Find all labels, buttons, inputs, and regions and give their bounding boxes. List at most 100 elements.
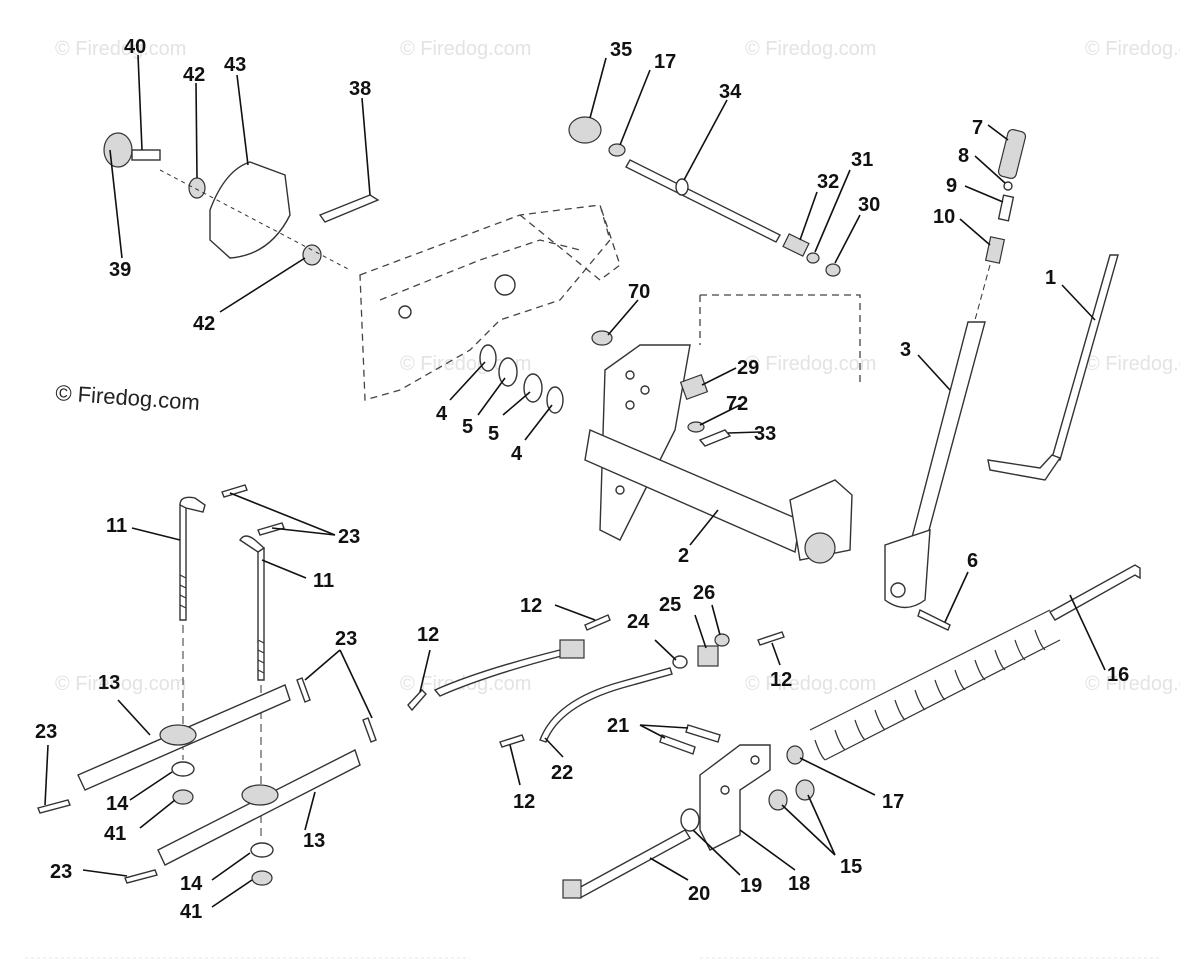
callout-14: 14 [180,873,203,895]
spring-bracket [699,744,771,851]
callout-41: 41 [180,901,202,923]
callout-35: 35 [610,39,632,61]
frame-hole [494,274,516,296]
callout-18: 18 [788,873,810,895]
washer [680,808,700,832]
callout-17: 17 [882,791,904,813]
callout-24: 24 [627,611,650,633]
long-bolt [574,829,691,899]
hair-pin-clip [584,614,611,631]
rod-bend [987,454,1062,481]
callout-31: 31 [851,149,873,171]
retaining-ring [479,344,497,372]
callout-5: 5 [462,416,473,438]
splined-end [804,532,836,564]
washer [806,252,820,264]
washer [250,842,274,858]
knob-cap [103,132,133,168]
callout-40: 40 [124,36,146,58]
lift-shaft-group [584,330,853,564]
callout-12: 12 [513,791,535,813]
spring-bracket-group [562,564,1141,899]
callout-12: 12 [520,595,542,617]
linkage-rods-group [407,614,785,748]
callout-19: 19 [740,875,762,897]
rod-knob [568,116,602,144]
callout-72: 72 [726,393,748,415]
callout-12: 12 [770,669,792,691]
callout-14: 14 [106,793,129,815]
callout-1: 1 [1045,267,1056,289]
callout-26: 26 [693,582,715,604]
callout-2: 2 [678,545,689,567]
nut [172,789,194,805]
callout-33: 33 [754,423,776,445]
watermark-faint: © Firedog.com [1085,673,1180,695]
hex-bolt [659,734,696,755]
detent-spring [984,236,1006,264]
callout-3: 3 [900,339,911,361]
callout-20: 20 [688,883,710,905]
bolt-head [562,879,582,899]
hair-pin-clip [124,869,158,884]
knob-bolt [131,149,161,161]
lift-shaft [584,429,801,554]
callout-39: 39 [109,259,131,281]
lower-links-group [37,484,377,886]
adjustment-rod-group [568,116,841,277]
spring-coils [814,629,1046,761]
nut [825,263,841,277]
rod-shaft [1051,254,1119,461]
leader-lines [44,54,1106,908]
callout-30: 30 [858,194,880,216]
hair-pin-clip [318,194,380,223]
watermark-faint: © Firedog.com [745,38,876,60]
lever-bolt [917,609,951,631]
callout-12: 12 [417,624,439,646]
lift-link-plate [157,749,361,866]
callout-42: 42 [183,64,205,86]
lever-bracket [884,529,931,609]
height-adjust-knob-group [103,132,380,271]
washer [188,177,206,199]
lift-rod [987,254,1119,481]
linkage-rod [539,667,673,743]
nut [795,779,815,801]
flat-washer [523,373,543,403]
lever-grip-group [974,128,1027,321]
lever-tube [909,321,986,546]
callout-labels: 40 42 43 38 39 42 35 17 34 32 31 30 7 8 … [35,36,1129,923]
callout-38: 38 [349,78,371,100]
nut [714,633,730,647]
callout-4: 4 [436,403,448,425]
callout-5: 5 [488,423,499,445]
callout-23: 23 [50,861,72,883]
callout-11: 11 [313,570,334,592]
hair-pin-clip [257,522,285,536]
callout-13: 13 [98,672,120,694]
hair-pin-clip [221,484,248,498]
lift-lever [884,321,986,609]
watermark-faint: © Firedog.com [400,38,531,60]
callout-13: 13 [303,830,325,852]
hair-pin-clip [407,688,427,712]
trunnion [697,645,719,667]
callout-10: 10 [933,206,955,228]
callout-22: 22 [551,762,573,784]
callout-42: 42 [193,313,215,335]
callout-70: 70 [628,281,650,303]
callout-29: 29 [737,357,759,379]
trunnion [559,639,585,659]
hex-bolt [685,724,721,743]
detent-pin [997,194,1015,222]
shaft-arm [789,479,853,561]
hair-pin-clip [499,734,525,748]
callout-9: 9 [946,175,957,197]
spring-hook [1049,564,1141,621]
callout-34: 34 [719,81,742,103]
cotter-pin [698,429,732,447]
lever-grip [997,128,1027,180]
callout-6: 6 [967,550,978,572]
callout-17: 17 [654,51,676,73]
